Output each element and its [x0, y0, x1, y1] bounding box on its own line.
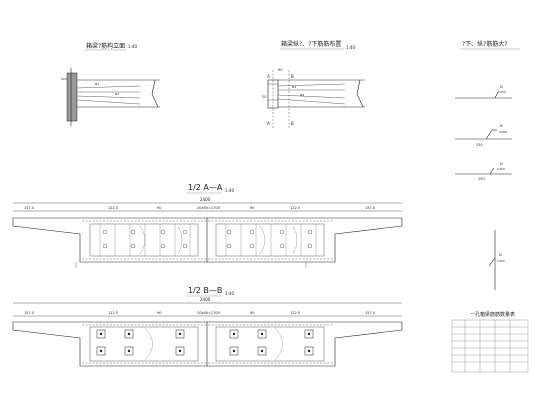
aa-dim-6: 122.5	[290, 206, 300, 210]
mark-a-top: A	[267, 74, 270, 79]
detail-view: ?下、纵?筋筋大? N C250 N C258 250 N C253 250 N	[455, 40, 520, 290]
svg-text:N4: N4	[300, 93, 304, 97]
svg-text:C250: C250	[498, 90, 506, 94]
elevation-title: 箱梁?筋构立面	[86, 42, 125, 50]
layout-dim-top: 90	[278, 68, 282, 72]
section-bb-scale: 1:40	[225, 291, 234, 296]
elevation-view: 箱梁?筋构立面 1:40 N1 N2	[61, 42, 160, 126]
svg-text:N: N	[500, 85, 503, 89]
svg-text:250: 250	[476, 143, 483, 147]
bb-dim-5: 90	[250, 311, 254, 315]
detail-item-4: N C253	[488, 230, 505, 290]
section-bb-title: 1/2 B—B	[188, 286, 222, 295]
svg-text:250: 250	[478, 177, 485, 181]
detail-item-1: N C250	[455, 85, 512, 99]
section-bb-anchors	[96, 329, 314, 356]
layout-end-block	[267, 79, 279, 109]
mark-b-top: B	[291, 74, 294, 79]
svg-text:C258: C258	[499, 130, 507, 134]
layout-view: 箱梁纵?、?下筋筋布置 1:40 A A B B 90 20 N3 N4	[262, 40, 365, 128]
mark-a-bottom: A	[267, 121, 270, 126]
section-bb: 1/2 B—B 1:40 2400 157.0 122.5 90 20x90=1…	[12, 286, 403, 367]
aa-dim-7: 157.0	[365, 206, 375, 210]
section-aa-overall-dim: 2400	[200, 197, 211, 202]
bb-dim-6: 122.5	[290, 311, 300, 315]
svg-text:N: N	[500, 124, 503, 128]
bb-dim-3: 90	[157, 311, 161, 315]
elevation-scale: 1:40	[128, 44, 137, 49]
svg-text:N2: N2	[115, 92, 119, 96]
svg-text:N: N	[500, 162, 503, 166]
section-aa-title: 1/2 A—A	[188, 183, 223, 192]
svg-text:N1: N1	[95, 82, 99, 86]
aa-dim-2: 122.5	[108, 206, 118, 210]
aa-dim-4: 20x90=1700	[197, 206, 220, 210]
detail-title: ?下、纵?筋筋大?	[462, 40, 508, 48]
layout-scale: 1:40	[346, 45, 355, 50]
svg-text:C253: C253	[497, 167, 505, 171]
mark-b-bottom: B	[291, 121, 294, 126]
section-aa-outline	[12, 217, 403, 263]
section-aa-scale: 1:40	[225, 188, 234, 193]
detail-item-2: N C258 250	[455, 124, 512, 147]
aa-dim-1: 157.0	[24, 206, 34, 210]
layout-dim-side: 20	[262, 95, 266, 99]
bb-dim-4: 20x90=1700	[197, 311, 220, 315]
detail-item-3: N C253 250	[455, 162, 512, 181]
table-title: 一孔箱梁筋筋数量表	[470, 311, 515, 318]
bb-dim-7: 157.0	[365, 311, 375, 315]
aa-dim-3: 90	[157, 206, 161, 210]
layout-title: 箱梁纵?、?下筋筋布置	[281, 40, 341, 48]
quantity-table: 一孔箱梁筋筋数量表	[451, 311, 529, 373]
section-bb-overall-dim: 2400	[200, 297, 211, 302]
bb-dim-1: 157.0	[24, 311, 34, 315]
svg-text:N3: N3	[292, 85, 296, 89]
bb-dim-2: 122.5	[108, 311, 118, 315]
section-aa: 1/2 A—A 1:40 2400 157.0 122.5 90 20x90=1…	[12, 183, 403, 268]
aa-dim-5: 90	[250, 206, 254, 210]
svg-text:C253: C253	[497, 259, 505, 263]
svg-text:N: N	[499, 253, 502, 257]
section-bb-outline	[12, 321, 403, 367]
elevation-abutment	[66, 72, 78, 122]
